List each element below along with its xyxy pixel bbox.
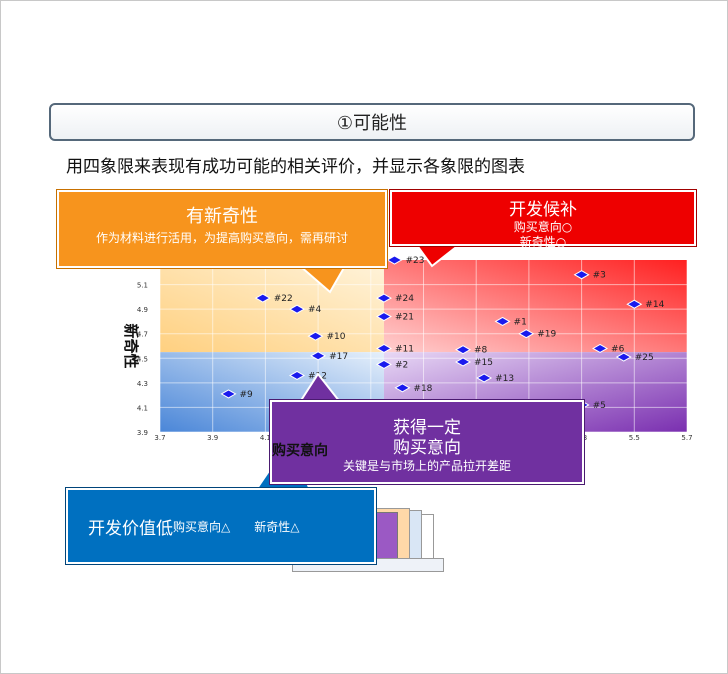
data-label-22: #22 (274, 294, 293, 304)
data-point-18 (394, 383, 411, 393)
quadrant-top-left (160, 260, 384, 353)
data-point-24 (375, 293, 392, 303)
data-point-13 (476, 373, 493, 383)
callout-low: 开发价值低 购买意向△ 新奇性△ (66, 488, 376, 564)
callout-candidate-line1: 购买意向○ (513, 220, 573, 234)
x-tick-label-1: 3.9 (207, 434, 218, 442)
callout-novelty-body: 作为材料进行活用，为提高购买意向，需再研讨 (95, 231, 348, 245)
data-point-15 (455, 357, 472, 367)
data-point-23 (386, 255, 403, 265)
data-point-17 (310, 351, 327, 361)
y-axis-label: 新奇性 (122, 323, 140, 368)
data-point-21 (375, 311, 392, 322)
data-point-3 (573, 270, 590, 280)
data-label-6: #6 (611, 344, 625, 354)
callout-intent-body: 关键是与市场上的产品拉开差距 (342, 459, 511, 473)
callout-intent-title2: 购买意向 (393, 438, 461, 458)
callout-low-title: 开发价值低 (88, 518, 173, 539)
data-label-8: #8 (474, 346, 488, 356)
x-tick-label-10: 5.7 (681, 434, 692, 442)
data-label-23: #23 (406, 256, 425, 266)
slide-title: ①可能性 (49, 103, 695, 141)
data-point-11 (375, 343, 392, 354)
slide-title-text: ①可能性 (336, 113, 408, 134)
data-point-1 (494, 316, 511, 327)
y-tick-label-1: 4.1 (137, 404, 148, 412)
data-point-4 (289, 304, 306, 314)
data-label-17: #17 (329, 352, 348, 362)
data-point-22 (254, 293, 271, 303)
data-point-2 (375, 359, 392, 370)
data-point-14 (626, 299, 643, 309)
data-label-3: #3 (593, 271, 606, 281)
data-label-13: #13 (495, 374, 514, 384)
x-axis-label: 购买意向 (272, 443, 328, 459)
callout-intent: 获得一定 购买意向 关键是与市场上的产品拉开差距 (270, 400, 584, 484)
data-point-12 (289, 370, 306, 381)
data-point-10 (307, 331, 324, 341)
callout-novelty: 有新奇性 作为材料进行活用，为提高购买意向，需再研讨 (57, 190, 387, 268)
data-label-2: #2 (395, 360, 408, 370)
intent-callout-pointer (298, 372, 343, 403)
data-label-14: #14 (645, 300, 664, 310)
data-point-8 (455, 345, 472, 355)
y-tick-label-0: 3.9 (137, 429, 148, 437)
y-tick-label-6: 5.1 (137, 282, 148, 290)
callout-novelty-title: 有新奇性 (186, 206, 258, 227)
data-label-18: #18 (413, 384, 432, 394)
y-tick-label-5: 4.9 (137, 306, 148, 314)
callout-candidate-title: 开发候补 (509, 200, 577, 220)
data-label-24: #24 (395, 294, 414, 304)
slide-subtitle: 用四象限来表现有成功可能的相关评价，并显示各象限的图表 (66, 157, 525, 177)
callout-low-novelty: 新奇性△ (254, 519, 300, 534)
data-point-9 (220, 389, 237, 399)
data-label-11: #11 (395, 344, 414, 354)
y-tick-label-4: 4.7 (137, 331, 148, 339)
data-label-15: #15 (474, 358, 493, 368)
data-label-25: #25 (635, 353, 654, 363)
callout-intent-title: 获得一定 (393, 418, 461, 438)
x-tick-label-2: 4.1 (260, 434, 271, 442)
data-label-4: #4 (308, 305, 322, 315)
data-point-6 (592, 343, 609, 354)
data-label-5: #5 (593, 401, 606, 411)
data-point-19 (518, 329, 535, 339)
callout-low-intent: 购买意向△ (173, 519, 231, 534)
callout-candidate-line2: 新奇性○ (519, 235, 567, 249)
x-tick-label-9: 5.5 (629, 434, 640, 442)
data-label-21: #21 (395, 313, 414, 323)
callout-candidate: 开发候补 购买意向○ 新奇性○ (390, 190, 696, 249)
data-label-19: #19 (537, 330, 556, 340)
data-label-9: #9 (240, 390, 254, 400)
y-tick-label-2: 4.3 (137, 380, 148, 388)
novelty-callout-pointer (297, 265, 347, 294)
quadrant-scatter-chart: 3.73.94.14.34.54.74.95.15.35.55.73.94.14… (122, 255, 693, 442)
data-point-25 (615, 352, 632, 362)
data-label-1: #1 (514, 317, 527, 327)
y-tick-label-3: 4.5 (137, 355, 148, 363)
data-label-10: #10 (326, 332, 345, 342)
x-tick-label-0: 3.7 (154, 434, 165, 442)
